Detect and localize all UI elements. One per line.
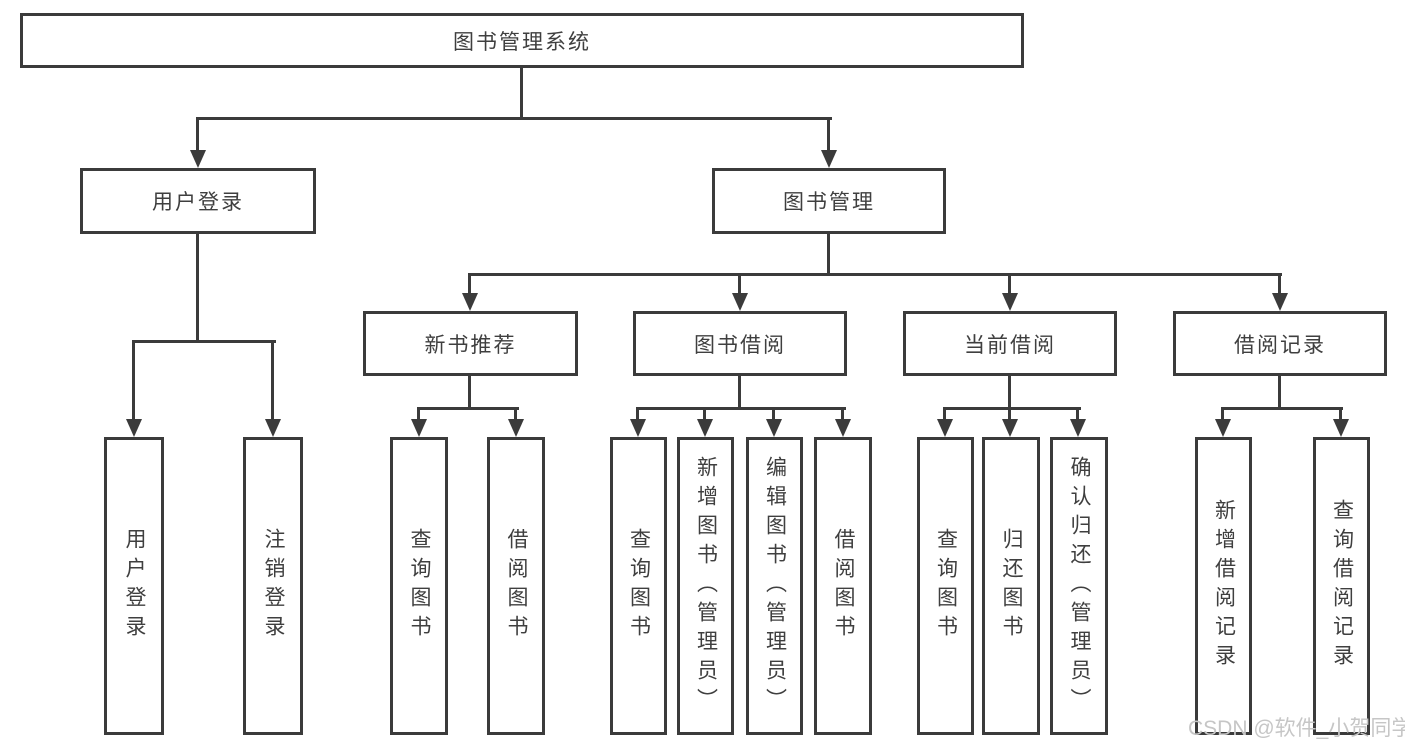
node-query-books-borrow-label: 查询图书 [627, 528, 651, 644]
node-return-book-label: 归还图书 [1000, 528, 1023, 644]
connector-stem [1278, 276, 1281, 293]
connector-stem [738, 276, 741, 293]
connector-stem [1278, 376, 1281, 407]
node-user-login: 用户登录 [80, 168, 316, 234]
connector-stem [841, 410, 844, 419]
node-book-borrow: 图书借阅 [633, 311, 847, 376]
arrow-down-icon [766, 419, 782, 437]
arrow-down-icon [411, 419, 427, 437]
arrow-down-icon [190, 150, 206, 168]
arrow-down-icon [697, 419, 713, 437]
node-edit-book-admin: 编辑图书（管理员） [746, 437, 803, 735]
arrow-down-icon [937, 419, 953, 437]
node-return-book: 归还图书 [982, 437, 1040, 735]
node-add-book-admin-label: 新增图书（管理员） [694, 455, 718, 717]
node-add-book-admin: 新增图书（管理员） [677, 437, 734, 735]
connector-stem [1008, 376, 1011, 407]
node-confirm-return-admin: 确认归还（管理员） [1050, 437, 1108, 735]
arrow-down-icon [265, 419, 281, 437]
connector-rail [417, 407, 519, 410]
connector-l1-rail [196, 117, 832, 120]
node-book-management-label: 图书管理 [783, 191, 875, 214]
node-query-books-recommend: 查询图书 [390, 437, 448, 735]
node-logout: 注销登录 [243, 437, 303, 735]
arrow-down-icon [732, 293, 748, 311]
arrow-down-icon [821, 150, 837, 168]
connector-rail [943, 407, 1081, 410]
connector-userlogin-stem [196, 234, 199, 340]
node-user-login-leaf: 用户登录 [104, 437, 164, 735]
connector-stem [827, 120, 830, 150]
node-user-login-label: 用户登录 [152, 191, 244, 214]
node-logout-label: 注销登录 [262, 528, 285, 644]
node-user-login-leaf-label: 用户登录 [123, 528, 146, 644]
connector-stem [468, 276, 471, 293]
node-add-borrow-record-label: 新增借阅记录 [1212, 499, 1236, 673]
connector-stem [514, 410, 517, 419]
node-book-borrow-label: 图书借阅 [694, 333, 786, 357]
arrow-down-icon [508, 419, 524, 437]
node-new-book-recommend: 新书推荐 [363, 311, 578, 376]
node-query-books-recommend-label: 查询图书 [408, 528, 431, 644]
csdn-watermark: CSDN @软件_小贺同学 [1188, 717, 1405, 740]
node-borrow-books-leaf: 借阅图书 [814, 437, 872, 735]
node-current-borrow: 当前借阅 [903, 311, 1117, 376]
connector-stem [1339, 410, 1342, 419]
connector-stem [1076, 410, 1079, 419]
arrow-down-icon [1272, 293, 1288, 311]
connector-stem [772, 410, 775, 419]
connector-stem [196, 120, 199, 150]
node-borrow-records-label: 借阅记录 [1234, 333, 1326, 357]
node-current-borrow-label: 当前借阅 [964, 333, 1056, 357]
node-edit-book-admin-label: 编辑图书（管理员） [763, 455, 787, 717]
connector-stem [1008, 276, 1011, 293]
connector-stem [417, 410, 420, 419]
connector-userlogin-rail [132, 340, 276, 343]
arrow-down-icon [126, 419, 142, 437]
arrow-down-icon [1215, 419, 1231, 437]
arrow-down-icon [1333, 419, 1349, 437]
node-add-borrow-record: 新增借阅记录 [1195, 437, 1252, 735]
arrow-down-icon [1002, 419, 1018, 437]
connector-stem [636, 410, 639, 419]
connector-rail [1221, 407, 1343, 410]
node-query-books-borrow: 查询图书 [610, 437, 667, 735]
connector-bookmgmt-stem [827, 234, 830, 273]
node-borrow-records: 借阅记录 [1173, 311, 1387, 376]
node-query-books-current-label: 查询图书 [934, 528, 958, 644]
node-query-books-current: 查询图书 [917, 437, 974, 735]
node-book-management: 图书管理 [712, 168, 946, 234]
connector-stem [271, 343, 274, 419]
node-query-borrow-record: 查询借阅记录 [1313, 437, 1370, 735]
node-borrow-books-leaf-label: 借阅图书 [832, 528, 855, 644]
node-borrow-books-recommend-label: 借阅图书 [505, 528, 528, 644]
arrow-down-icon [1070, 419, 1086, 437]
connector-stem [703, 410, 706, 419]
connector-stem [943, 410, 946, 419]
connector-root-stem [520, 68, 523, 120]
node-confirm-return-admin-label: 确认归还（管理员） [1068, 455, 1091, 717]
node-library-system-label: 图书管理系统 [453, 30, 591, 54]
node-borrow-books-recommend: 借阅图书 [487, 437, 545, 735]
connector-stem [468, 376, 471, 407]
node-new-book-recommend-label: 新书推荐 [424, 333, 517, 357]
arrow-down-icon [835, 419, 851, 437]
connector-bookmgmt-rail [468, 273, 1282, 276]
connector-rail [636, 407, 846, 410]
connector-stem [1008, 410, 1011, 419]
connector-stem [738, 376, 741, 407]
node-library-system: 图书管理系统 [20, 13, 1024, 68]
arrow-down-icon [1002, 293, 1018, 311]
node-query-borrow-record-label: 查询借阅记录 [1330, 499, 1354, 673]
arrow-down-icon [462, 293, 478, 311]
connector-stem [132, 343, 135, 419]
connector-stem [1221, 410, 1224, 419]
arrow-down-icon [630, 419, 646, 437]
